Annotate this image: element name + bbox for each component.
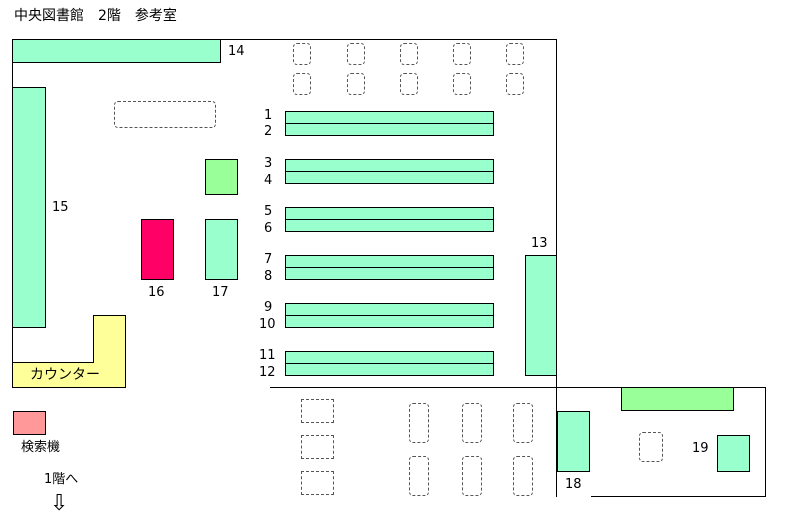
counter-join <box>94 362 125 364</box>
shelf-17-label: 17 <box>212 285 229 300</box>
shelf-10-label: 10 <box>259 317 276 332</box>
seat <box>301 435 334 459</box>
shelf-16-label: 16 <box>148 285 165 300</box>
shelf-9-label: 9 <box>264 300 273 315</box>
shelf-4-label: 4 <box>264 173 273 188</box>
shelf-15[interactable] <box>12 87 46 328</box>
shelf-11-label: 11 <box>259 348 276 363</box>
shelf-19[interactable] <box>717 435 750 472</box>
green-box[interactable] <box>205 159 238 195</box>
seat <box>409 456 429 496</box>
seat <box>513 456 533 496</box>
wall-right-upper <box>556 39 557 387</box>
shelf-8[interactable] <box>285 267 494 280</box>
shelf-14-label: 14 <box>228 44 245 59</box>
counter-bottom[interactable] <box>12 362 126 388</box>
shelf-6[interactable] <box>285 219 494 232</box>
seat <box>513 403 533 443</box>
shelf-13[interactable] <box>525 255 557 376</box>
wall-right-lower <box>765 387 766 497</box>
counter-label: カウンター <box>30 367 100 383</box>
shelf-2-label: 2 <box>264 124 273 139</box>
shelf-17[interactable] <box>205 219 238 280</box>
seat <box>293 43 311 65</box>
seat <box>462 456 482 496</box>
seat <box>293 73 311 95</box>
shelf-13-label: 13 <box>531 236 548 251</box>
shelf-18-label: 18 <box>565 477 582 492</box>
down-arrow-icon[interactable]: ⇩ <box>50 491 69 516</box>
shelf-19-label: 19 <box>692 441 709 456</box>
seat <box>347 43 365 65</box>
search-terminal[interactable] <box>13 411 46 435</box>
seat <box>506 73 524 95</box>
shelf-15-label: 15 <box>52 200 69 215</box>
wall-bottom-right <box>591 496 766 497</box>
shelf-3-label: 3 <box>264 156 273 171</box>
page-title: 中央図書館 2階 参考室 <box>14 8 177 24</box>
to-floor1-label: 1階へ <box>44 472 79 487</box>
seat <box>453 73 471 95</box>
seat <box>453 43 471 65</box>
shelf-8-label: 8 <box>264 269 273 284</box>
seat <box>462 403 482 443</box>
seat <box>301 471 334 495</box>
wall-top <box>12 39 557 40</box>
shelf-12-label: 12 <box>259 365 276 380</box>
seat <box>347 73 365 95</box>
shelf-5-label: 5 <box>264 204 273 219</box>
shelf-4[interactable] <box>285 171 494 184</box>
shelf-12[interactable] <box>285 363 494 376</box>
shelf-18[interactable] <box>557 411 590 472</box>
green-shelf[interactable] <box>621 387 734 411</box>
seat <box>639 432 663 462</box>
seat <box>400 43 418 65</box>
table <box>114 101 216 128</box>
shelf-1-label: 1 <box>264 108 273 123</box>
shelf-10[interactable] <box>285 315 494 328</box>
seat <box>301 399 334 423</box>
seat <box>400 73 418 95</box>
shelf-14[interactable] <box>12 39 221 63</box>
seat <box>506 43 524 65</box>
wall-annex-left <box>556 387 557 497</box>
search-terminal-label: 検索機 <box>21 440 61 455</box>
shelf-16[interactable] <box>141 219 174 280</box>
wall-bottom-mid <box>270 387 766 388</box>
shelf-2[interactable] <box>285 123 494 136</box>
shelf-7-label: 7 <box>264 252 273 267</box>
shelf-6-label: 6 <box>264 221 273 236</box>
seat <box>409 403 429 443</box>
